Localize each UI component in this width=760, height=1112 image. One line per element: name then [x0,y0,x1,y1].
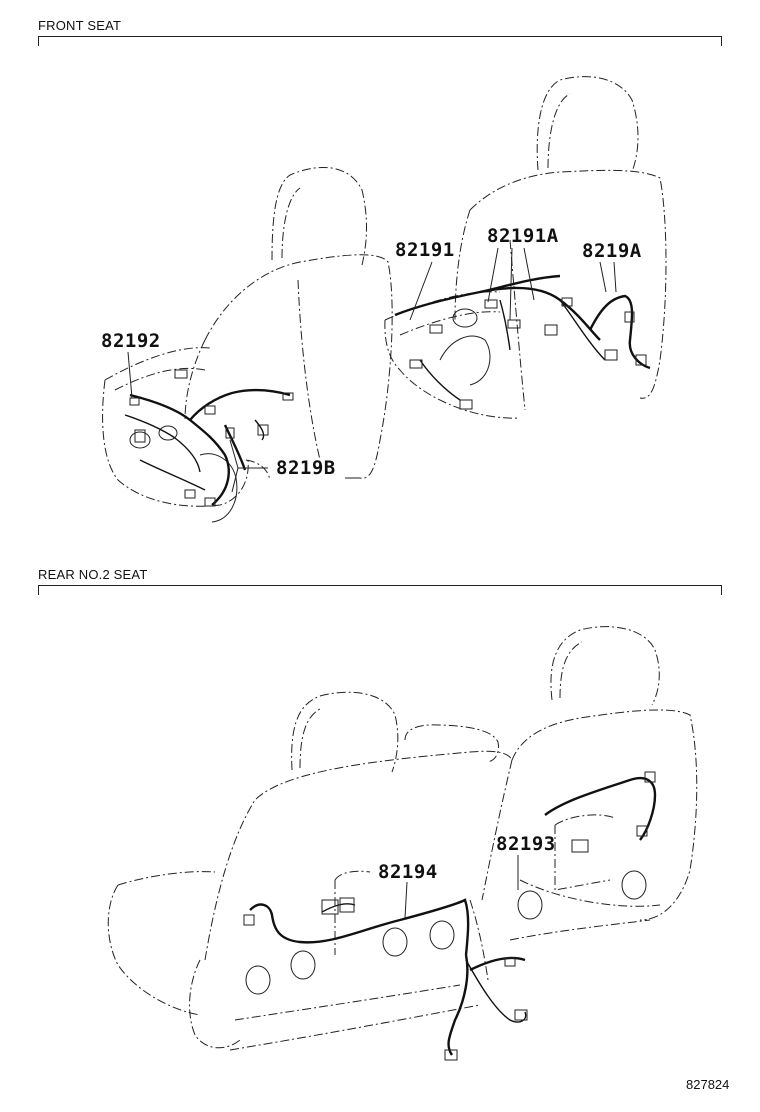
part-label-82194[interactable]: 82194 [378,861,438,883]
part-label-82191A[interactable]: 82191A [487,225,559,247]
front-seat-frame-line [38,36,721,37]
part-label-8219A[interactable]: 8219A [582,240,642,262]
part-label-82192[interactable]: 82192 [101,330,161,352]
rear-seat-frame-line [38,585,721,586]
rear-seat-frame-tick-right [721,585,722,595]
part-label-82191[interactable]: 82191 [395,239,455,261]
front-seat-frame-tick-right [721,36,722,46]
front-seat-frame-tick-left [38,36,39,46]
front-leader-lines [127,247,617,493]
rear-seat-frame-tick-left [38,585,39,595]
rear-leader-lines [404,855,519,919]
front-left-seat-drawing [102,166,393,523]
front-seat-title: FRONT SEAT [38,18,122,33]
part-label-82193[interactable]: 82193 [496,833,556,855]
rear-seat-title: REAR NO.2 SEAT [38,567,148,582]
part-label-8219B[interactable]: 8219B [276,457,336,479]
drawing-id: 827824 [686,1077,730,1092]
rear-seat-drawing [107,626,698,1061]
